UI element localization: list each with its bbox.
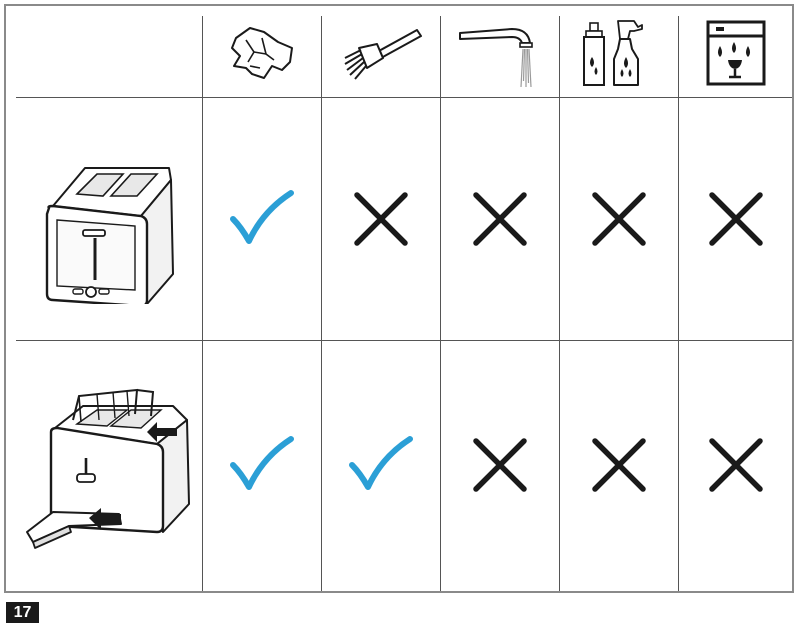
cross-icon <box>473 192 527 246</box>
damp-cloth-icon <box>231 27 293 79</box>
cleaning-agents-icon <box>583 20 643 86</box>
mark-r2-cloth <box>203 341 321 589</box>
mark-r2-tap <box>441 341 559 589</box>
mark-r1-dishwasher <box>679 98 792 340</box>
mark-r1-tap <box>441 98 559 340</box>
mark-r1-cleaners <box>560 98 678 340</box>
cross-icon <box>708 192 763 246</box>
toaster-icon <box>45 167 174 304</box>
brush-icon <box>344 29 422 80</box>
toaster-removable-parts-icon <box>26 388 190 549</box>
header-tap <box>441 10 559 96</box>
cross-icon <box>708 438 763 492</box>
header-cloth <box>203 10 321 96</box>
cross-icon <box>354 192 408 246</box>
grid-line <box>16 340 792 341</box>
header-cleaners <box>560 10 678 96</box>
row-crumb-tray-and-rack <box>16 348 198 584</box>
cross-icon <box>592 438 646 492</box>
header-dishwasher <box>679 10 792 96</box>
grid-line <box>678 16 679 591</box>
running-water-icon <box>459 28 533 88</box>
mark-r1-brush <box>322 98 440 340</box>
grid-line <box>321 16 322 591</box>
header-brush <box>322 10 440 96</box>
cleaning-table <box>4 4 794 593</box>
cross-icon <box>592 192 646 246</box>
mark-r2-cleaners <box>560 341 678 589</box>
grid-line <box>440 16 441 591</box>
grid-line <box>559 16 560 591</box>
mark-r2-dishwasher <box>679 341 792 589</box>
row-toaster-body <box>20 106 196 332</box>
cross-icon <box>473 438 527 492</box>
mark-r2-brush <box>322 341 440 589</box>
grid-line <box>16 97 792 98</box>
page-number-badge: 17 <box>6 602 39 623</box>
check-icon <box>230 190 294 244</box>
check-icon <box>230 436 294 490</box>
grid-line <box>202 16 203 591</box>
dishwasher-icon <box>706 20 765 86</box>
mark-r1-cloth <box>203 98 321 340</box>
check-icon <box>349 436 413 490</box>
